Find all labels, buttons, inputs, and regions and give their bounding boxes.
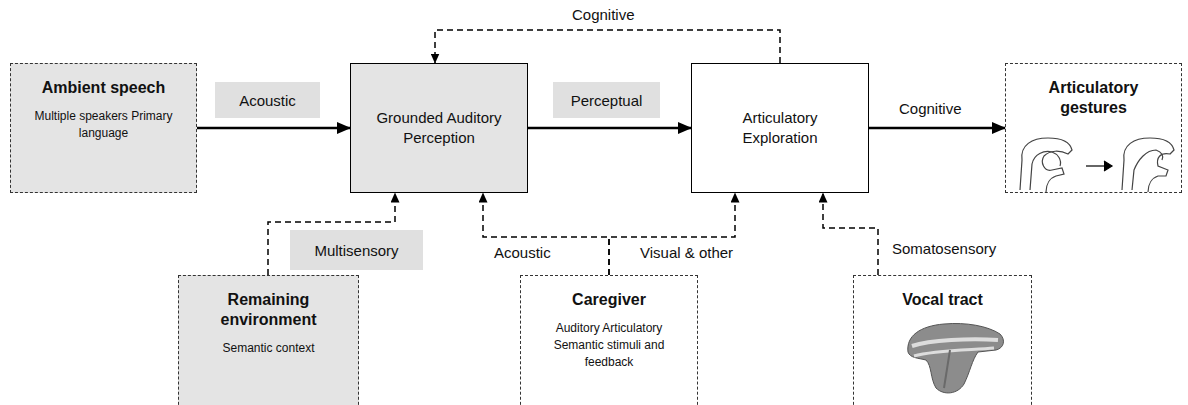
flow-connector — [197, 127, 350, 130]
node-title: Ambient speech — [42, 78, 166, 98]
flow-connector — [528, 127, 691, 130]
input-source-box: CaregiverAuditory Articulatory Semantic … — [520, 275, 698, 405]
gesture-sketch — [1020, 138, 1174, 192]
feedback-connector — [435, 30, 780, 63]
connector-label: Cognitive — [893, 98, 968, 119]
process-box: Articulatory Exploration — [691, 63, 869, 193]
node-title: Caregiver — [572, 290, 646, 310]
connector-label: Somatosensory — [886, 238, 1002, 259]
vocal-tract-model — [908, 323, 1004, 392]
connector-label: Perceptual — [553, 82, 660, 118]
feedback-connector — [483, 193, 609, 275]
process-box: Grounded Auditory Perception — [350, 63, 528, 193]
flow-connector — [869, 127, 1005, 130]
input-source-box: Ambient speechMultiple speakers Primary … — [10, 63, 197, 193]
connector-label: Cognitive — [566, 4, 641, 25]
node-title: Articulatory Exploration — [710, 108, 850, 148]
node-description: Semantic context — [222, 340, 314, 357]
node-title: Articulatory gestures — [1014, 78, 1173, 118]
output-box: Articulatory gestures — [1005, 63, 1182, 193]
node-title: Remaining environment — [187, 290, 350, 330]
connector-label: Acoustic — [215, 82, 320, 118]
connector-label: Visual & other — [634, 242, 739, 263]
input-source-box: Remaining environmentSemantic context — [178, 275, 359, 405]
node-title: Grounded Auditory Perception — [369, 108, 509, 148]
node-title: Vocal tract — [902, 290, 983, 310]
connector-label: Multisensory — [290, 230, 423, 270]
connector-label: Acoustic — [488, 242, 557, 263]
feedback-connector — [823, 193, 878, 275]
node-description: Auditory Articulatory Semantic stimuli a… — [549, 320, 669, 371]
input-source-box: Vocal tract — [853, 275, 1032, 405]
node-description: Multiple speakers Primary language — [19, 108, 188, 142]
